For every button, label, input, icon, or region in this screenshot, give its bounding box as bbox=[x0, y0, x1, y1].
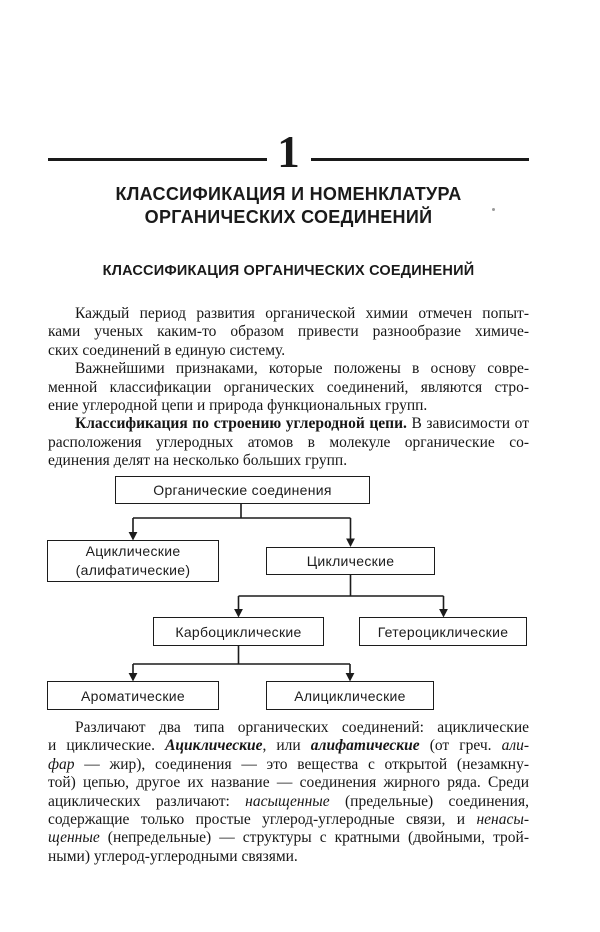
text-segment: Каждый период развития органической хими… bbox=[75, 305, 529, 322]
text-segment: менной классификации органических соедин… bbox=[48, 378, 529, 396]
diagram-box-organic-compounds-label: Органические соединения bbox=[153, 482, 332, 498]
text-line: Классификация по строению углеродной цеп… bbox=[48, 415, 529, 433]
text-segment: — жир), соединения — это вещества с откр… bbox=[74, 755, 529, 773]
text-segment: (предельные) соединения, bbox=[329, 792, 529, 810]
diagram-box-aromatic-label: Ароматические bbox=[81, 687, 185, 704]
diagram-box-cyclic-label: Циклические bbox=[306, 553, 395, 569]
text-line: и циклические. Ациклические, или алифати… bbox=[48, 737, 529, 755]
text-segment: (непредельные) — структуры с кратными (д… bbox=[99, 829, 529, 847]
diagram-box-acyclic-line2: (алифатические) bbox=[75, 562, 191, 578]
diagram-box-acyclic-line1: Ациклические bbox=[85, 543, 181, 559]
text-line: ение углеродной цепи и природа функциона… bbox=[48, 397, 529, 415]
diagram-box-heterocyclic: Гетероциклические bbox=[359, 617, 527, 646]
chapter-rule-right bbox=[311, 158, 529, 161]
diagram-box-cyclic: Циклические bbox=[266, 547, 435, 575]
text-line: Каждый период развития органической хими… bbox=[48, 305, 529, 323]
text-segment: Важнейшими признаками, которые положены … bbox=[75, 360, 529, 378]
text-line: щенные (непредельные) — структуры с крат… bbox=[48, 829, 529, 847]
body-text-block-1: Каждый период развития органической хими… bbox=[48, 305, 529, 471]
text-segment: содержащие только простые углерод-углеро… bbox=[48, 811, 477, 829]
diagram-box-heterocyclic-label: Гетероциклические bbox=[377, 623, 509, 640]
text-line: менной классификации органических соедин… bbox=[48, 379, 529, 397]
text-line: той) цепью, другое их название — соедине… bbox=[48, 774, 529, 792]
text-line: расположения углеродных атомов в молекул… bbox=[48, 434, 529, 452]
diagram-box-organic-compounds: Органические соединения bbox=[115, 476, 370, 504]
text-segment: ских соединений в единую систему. bbox=[48, 341, 286, 359]
diagram-box-alicyclic: Алициклические bbox=[266, 681, 434, 710]
chapter-title: КЛАССИФИКАЦИЯ И НОМЕНКЛАТУРА ОРГАНИЧЕСКИ… bbox=[48, 183, 529, 229]
body-text-block-2: Различают два типа органических соединен… bbox=[48, 719, 529, 866]
text-line: ациклических различают: насыщенные (пред… bbox=[48, 793, 529, 811]
text-segment: ненасы- bbox=[476, 811, 529, 829]
text-segment: щенные bbox=[48, 829, 100, 847]
text-segment: , или bbox=[262, 737, 311, 755]
arrowhead-icon bbox=[346, 538, 355, 547]
chapter-rule-left bbox=[48, 158, 267, 161]
text-segment: ение углеродной цепи и природа функциона… bbox=[48, 397, 428, 415]
diagram-box-carbocyclic-label: Карбоциклические bbox=[175, 623, 302, 640]
text-segment: ациклических различают: bbox=[48, 792, 246, 810]
diagram-box-alicyclic-label: Алициклические bbox=[294, 687, 406, 704]
text-segment: расположения углеродных атомов в молекул… bbox=[48, 433, 529, 451]
text-segment: Ациклические bbox=[165, 737, 263, 755]
text-line: ских соединений в единую систему. bbox=[48, 342, 529, 360]
text-segment: ками ученых каким-то образом привести ра… bbox=[48, 323, 529, 341]
text-segment: и циклические. bbox=[48, 737, 166, 755]
text-line: Различают два типа органических соединен… bbox=[48, 719, 529, 737]
text-line: ными) углерод-углеродными связями. bbox=[48, 848, 529, 866]
text-segment: (от греч. bbox=[419, 737, 502, 755]
text-segment: насыщенные bbox=[245, 792, 330, 810]
text-segment: ными) углерод-углеродными связями. bbox=[48, 847, 298, 865]
connector-lines bbox=[132, 504, 445, 674]
text-line: Важнейшими признаками, которые положены … bbox=[48, 360, 529, 378]
text-segment: алифатические bbox=[310, 737, 420, 755]
chapter-title-line1: КЛАССИФИКАЦИЯ И НОМЕНКЛАТУРА bbox=[115, 184, 462, 204]
text-segment: Различают два типа органических соединен… bbox=[75, 719, 529, 736]
diagram-box-aromatic: Ароматические bbox=[47, 681, 219, 710]
text-segment: единения делят на несколько больших груп… bbox=[48, 452, 348, 470]
text-segment: фар bbox=[48, 755, 75, 773]
text-line: содержащие только простые углерод-углеро… bbox=[48, 811, 529, 829]
text-segment: Классификация по строению углеродной цеп… bbox=[75, 415, 407, 433]
text-segment: той) цепью, другое их название — соедине… bbox=[48, 774, 529, 792]
text-segment: В зависимости от bbox=[406, 415, 529, 433]
text-segment: али- bbox=[501, 737, 530, 755]
diagram-box-carbocyclic: Карбоциклические bbox=[153, 617, 324, 646]
text-line: единения делят на несколько больших груп… bbox=[48, 452, 529, 470]
chapter-number: 1 bbox=[277, 127, 300, 177]
diagram-box-acyclic: Ациклические (алифатические) bbox=[47, 540, 219, 582]
chapter-title-line2: ОРГАНИЧЕСКИХ СОЕДИНЕНИЙ bbox=[144, 207, 433, 227]
section-heading: КЛАССИФИКАЦИЯ ОРГАНИЧЕСКИХ СОЕДИНЕНИЙ bbox=[102, 263, 475, 279]
text-line: ками ученых каким-то образом привести ра… bbox=[48, 323, 529, 341]
scan-artifact-dot bbox=[492, 208, 495, 211]
text-line: фар — жир), соединения — это вещества с … bbox=[48, 756, 529, 774]
